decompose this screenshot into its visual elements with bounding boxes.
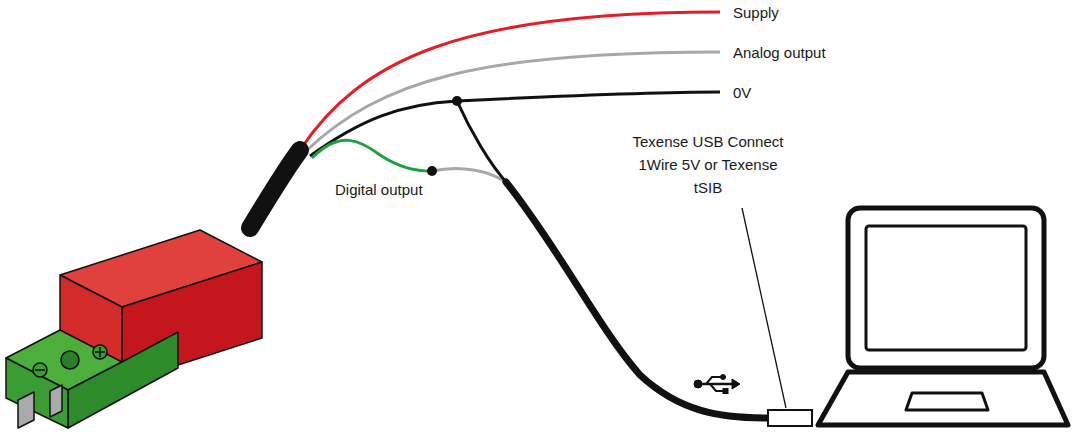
digital-wire xyxy=(312,140,432,171)
usb-cable xyxy=(506,182,768,418)
ground-lead xyxy=(457,101,508,184)
callout-note: Texense USB Connect 1Wire 5V or Texense … xyxy=(628,130,788,199)
usb-symbol xyxy=(694,375,740,394)
usb-adapter xyxy=(768,410,812,426)
connector-plug xyxy=(6,230,262,428)
sensor-cable xyxy=(250,150,300,228)
junction-dot xyxy=(452,96,462,106)
laptop xyxy=(818,208,1068,425)
signal-name: Supply xyxy=(733,1,779,24)
leader-line xyxy=(742,208,786,408)
signal-name: 0V xyxy=(733,81,751,104)
junction-dot xyxy=(427,166,437,176)
signal-name: Analog output xyxy=(733,41,826,64)
signal-name: Digital output xyxy=(335,178,423,201)
supply-wire xyxy=(300,12,720,150)
